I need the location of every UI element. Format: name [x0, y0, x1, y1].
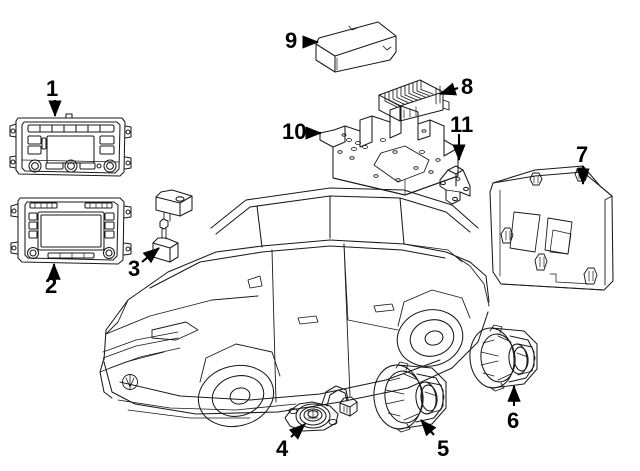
- callout-9[interactable]: 9: [285, 28, 298, 53]
- callout-5[interactable]: 5: [437, 436, 450, 461]
- callout-4[interactable]: 4: [276, 436, 289, 461]
- part-navigation-head-unit: [10, 197, 132, 265]
- part-door-speaker-rear: [469, 324, 538, 392]
- callout-11[interactable]: 11: [450, 112, 474, 137]
- callout-7[interactable]: 7: [576, 142, 589, 167]
- callout-1[interactable]: 1: [46, 76, 59, 101]
- callout-10[interactable]: 10: [282, 119, 307, 144]
- part-radio-head-unit: [9, 113, 132, 177]
- callout-8[interactable]: 8: [461, 74, 474, 99]
- leader-4: [288, 423, 306, 440]
- part-door-speaker-front: [373, 361, 447, 433]
- part-tweeter-speaker: [284, 385, 358, 432]
- callout-2[interactable]: 2: [45, 273, 58, 298]
- leader-8: [439, 82, 459, 96]
- part-retaining-bracket: [439, 165, 471, 205]
- leader-5: [420, 419, 437, 437]
- part-amplifier-cover: [315, 21, 397, 73]
- part-amplifier-mounting-bracket: [319, 105, 459, 196]
- leader-3: [141, 247, 160, 264]
- vehicle-outline: [99, 187, 490, 428]
- part-trim-cover-panel: [489, 165, 614, 291]
- callout-3[interactable]: 3: [128, 256, 141, 281]
- callout-6[interactable]: 6: [507, 408, 520, 433]
- part-amplifier: [378, 79, 450, 122]
- part-antenna-amplifier: [152, 189, 193, 263]
